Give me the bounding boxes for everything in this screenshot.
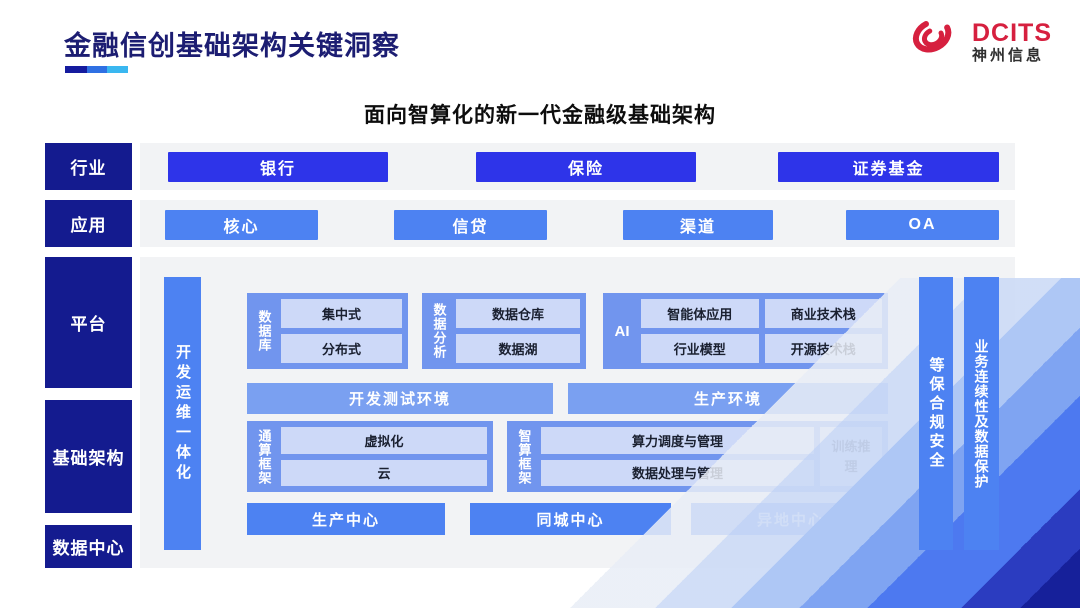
sidebar-item-platform: 平台 (45, 257, 132, 388)
sidebar-item-application: 应用 (45, 200, 132, 247)
general-compute-group: 通算框架 虚拟化 云 (247, 421, 493, 492)
database-distributed: 分布式 (281, 334, 402, 363)
analytics-group-label: 数据分析 (431, 303, 447, 359)
diagram-title: 面向智算化的新一代金融级基础架构 (364, 104, 716, 127)
underline-segment (65, 66, 87, 73)
logo-text: DCITS 神州信息 (972, 18, 1052, 64)
ai-group-label: AI (614, 322, 630, 340)
ai-compute-label: 智算框架 (516, 428, 532, 485)
underline-segment (87, 66, 107, 73)
dcits-logo: DCITS 神州信息 (905, 16, 1052, 67)
analytics-group: 数据分析 数据仓库 数据湖 (422, 293, 586, 369)
production-center: 生产中心 (247, 503, 445, 535)
general-compute-label: 通算框架 (256, 428, 272, 485)
ai-group: AI 智能体应用 商业技术栈 行业模型 开源技术栈 (603, 293, 888, 369)
title-underline (65, 66, 128, 73)
virtualization: 虚拟化 (281, 427, 487, 454)
ai-agent-apps: 智能体应用 (641, 299, 759, 328)
samecity-center: 同城中心 (470, 503, 671, 535)
database-group: 数据库 集中式 分布式 (247, 293, 408, 369)
compute-scheduling: 算力调度与管理 (541, 427, 814, 454)
app-channel: 渠道 (623, 210, 773, 240)
app-credit: 信贷 (394, 210, 547, 240)
ai-industry-model: 行业模型 (641, 334, 759, 363)
security-compliance-bar: 等保合规安全 (919, 277, 953, 550)
analytics-warehouse: 数据仓库 (456, 299, 580, 328)
training-inference: 训练推理 (820, 427, 882, 486)
sidebar-item-industry: 行业 (45, 143, 132, 190)
industry-row: 银行 保险 证券基金 (140, 143, 1015, 190)
logo-brand: DCITS (972, 18, 1052, 47)
dcits-swirl-icon (905, 16, 963, 67)
underline-segment (107, 66, 128, 73)
sidebar-item-infrastructure: 基础架构 (45, 400, 132, 513)
ai-opensource-stack: 开源技术栈 (764, 334, 882, 363)
data-processing: 数据处理与管理 (541, 459, 814, 486)
production-environment: 生产环境 (568, 383, 888, 414)
devops-bar: 开发运维一体化 (164, 277, 201, 550)
database-group-label: 数据库 (256, 310, 272, 352)
sidebar-item-datacenter: 数据中心 (45, 525, 132, 568)
page-title: 金融信创基础架构关键洞察 (64, 31, 400, 61)
industry-insurance: 保险 (476, 152, 696, 182)
remote-center: 异地中心 (691, 503, 891, 535)
application-row: 核心 信贷 渠道 OA (140, 200, 1015, 247)
database-centralized: 集中式 (281, 299, 402, 328)
industry-securities: 证券基金 (778, 152, 999, 182)
platform-panel: 开发运维一体化 数据库 集中式 分布式 数据分析 数据仓库 数据湖 AI 智能体… (140, 257, 1015, 568)
devtest-environment: 开发测试环境 (247, 383, 553, 414)
business-continuity-bar: 业务连续性及数据保护 (964, 277, 999, 550)
ai-commercial-stack: 商业技术栈 (764, 299, 882, 328)
ai-compute-group: 智算框架 算力调度与管理 数据处理与管理 训练推理 (507, 421, 888, 492)
app-core: 核心 (165, 210, 318, 240)
logo-company: 神州信息 (972, 46, 1045, 64)
app-oa: OA (846, 210, 999, 240)
cloud: 云 (281, 459, 487, 486)
analytics-datalake: 数据湖 (456, 334, 580, 363)
industry-bank: 银行 (168, 152, 388, 182)
